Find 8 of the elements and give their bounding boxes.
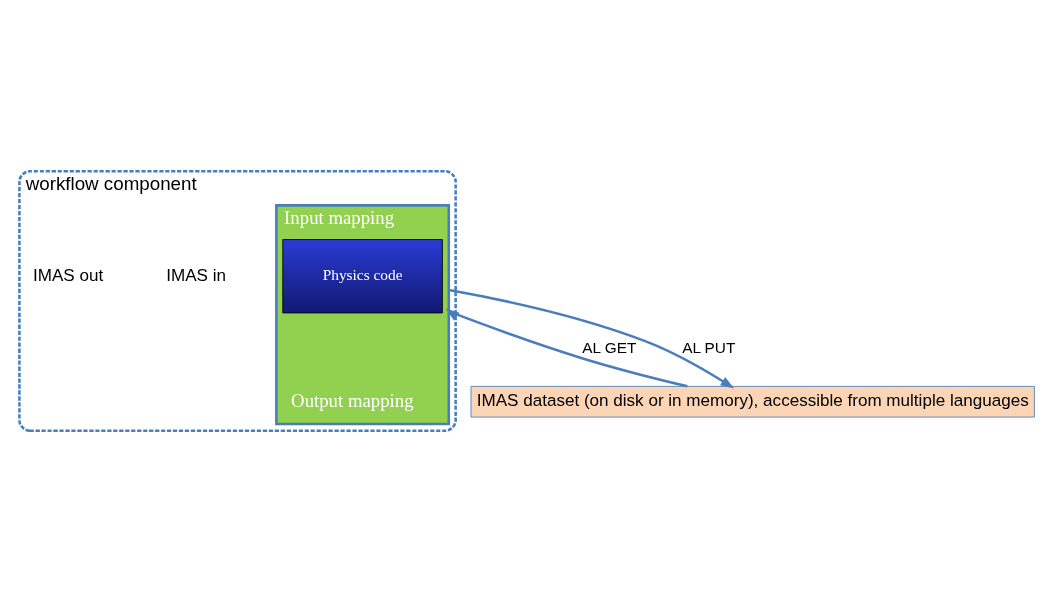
edge-label: AL GET xyxy=(582,338,637,356)
node-box: IMAS dataset (on disk or in memory), accessible from multiple languages xyxy=(470,385,1035,418)
arrow xyxy=(448,288,735,388)
label: IMAS out xyxy=(32,265,104,285)
arrow xyxy=(445,308,688,388)
label: IMAS in xyxy=(166,265,226,285)
node-box: Physics code xyxy=(282,238,443,313)
edge-label: AL PUT xyxy=(682,338,736,356)
